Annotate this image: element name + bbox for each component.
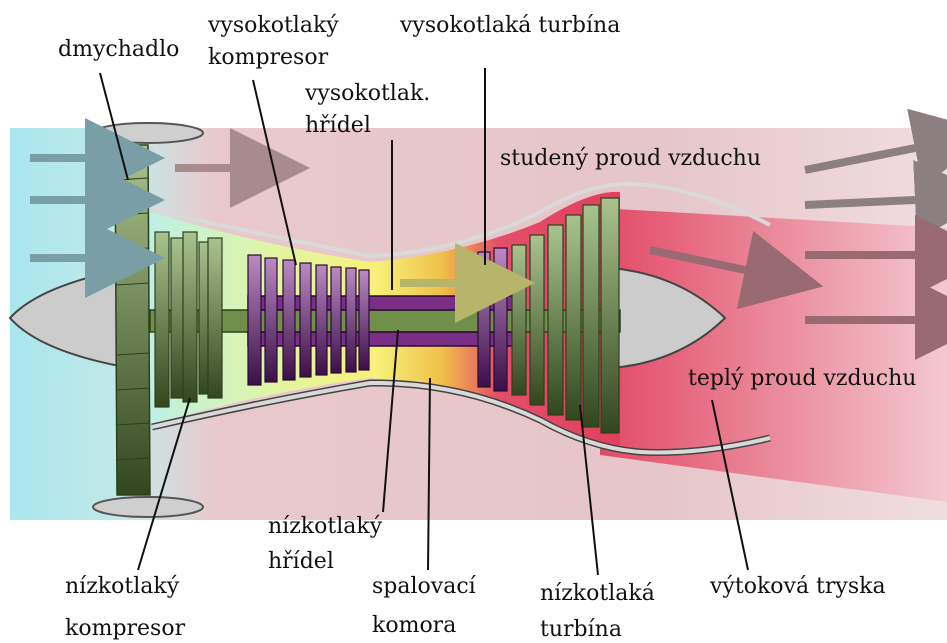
label-cold-stream: studený proud vzduchu xyxy=(500,146,761,171)
label-lp-compressor-line2: kompresor xyxy=(65,616,186,641)
label-lp-shaft-line2: hřídel xyxy=(268,549,334,574)
label-hp-compressor-line2: kompresor xyxy=(208,45,329,70)
cowl-lip-top xyxy=(93,123,203,143)
label-fan: dmychadlo xyxy=(58,37,179,62)
label-nozzle: výtoková tryska xyxy=(709,574,886,599)
label-combustor-line1: spalovací xyxy=(372,574,477,599)
lp-compressor-stages xyxy=(155,232,222,407)
hp-compressor-stages xyxy=(248,255,369,385)
fan-blade xyxy=(115,145,150,495)
cowl-lip-bottom xyxy=(93,497,203,517)
label-lp-shaft-line1: nízkotlaký xyxy=(268,514,383,539)
label-combustor-line2: komora xyxy=(372,613,456,638)
label-hp-shaft-line1: vysokotlak. xyxy=(304,81,430,106)
label-lp-turbine-line2: turbína xyxy=(540,617,622,642)
label-warm-stream: teplý proud vzduchu xyxy=(688,366,916,391)
label-lp-turbine-line1: nízkotlaká xyxy=(540,581,655,606)
label-hp-compressor-line1: vysokotlaký xyxy=(207,13,339,38)
label-hp-turbine: vysokotlaká turbína xyxy=(399,13,620,38)
label-hp-shaft-line2: hřídel xyxy=(305,113,371,138)
label-lp-compressor-line1: nízkotlaký xyxy=(65,574,180,599)
